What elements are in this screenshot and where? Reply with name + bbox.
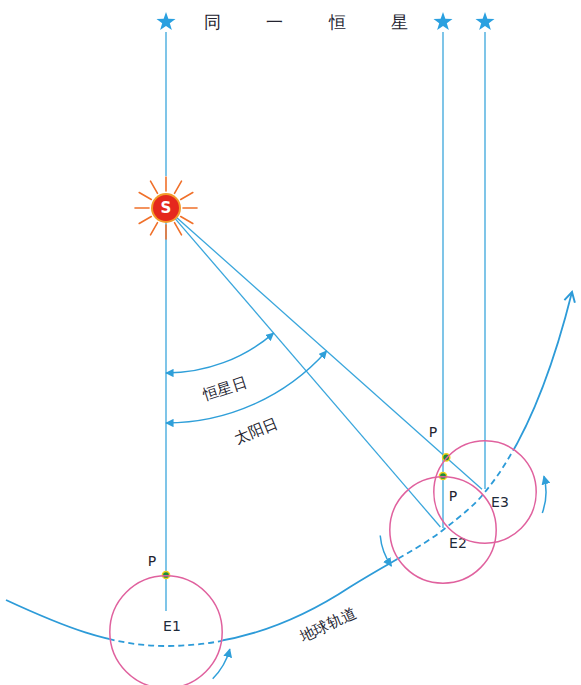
- sun-ray: [183, 207, 197, 209]
- sun-ray: [139, 193, 151, 200]
- earth-outline-circle: [434, 441, 536, 543]
- sun-ray: [135, 207, 149, 209]
- point-dot: [439, 472, 446, 479]
- point-label: P: [148, 554, 156, 569]
- sun-ray: [165, 225, 167, 239]
- angle-label: 太阳日: [232, 414, 280, 446]
- star-caption: 同 一 恒 星: [204, 13, 428, 32]
- orbit-label: 地球轨道: [297, 605, 358, 645]
- sun-earth-line: [176, 217, 446, 458]
- point-label: P: [449, 489, 457, 504]
- angle-label: 恒星日: [201, 374, 249, 404]
- sun-line-inner: [446, 457, 482, 489]
- sun-line-inner: [408, 489, 441, 527]
- sun-earth-line: [174, 218, 407, 489]
- solar-day-arc: [166, 351, 327, 423]
- rotation-arrow: [213, 649, 230, 679]
- star-sight-line: [442, 32, 443, 528]
- sun-earth-line: [165, 221, 166, 575]
- star-symbol: [475, 12, 494, 30]
- point-label: P: [429, 425, 437, 440]
- sun-line-inner: [165, 575, 166, 611]
- star-symbol: [156, 12, 175, 30]
- earth-circle: E1: [109, 575, 223, 685]
- rotation-arrow: [542, 476, 546, 513]
- point-dot: [162, 571, 169, 578]
- earth-outline: [389, 476, 497, 584]
- sun-letter: S: [161, 201, 172, 216]
- sun-ray: [175, 223, 182, 235]
- earth-orbit-hidden: [6, 292, 572, 646]
- sun-ray: [175, 181, 182, 193]
- sun-ray: [165, 177, 167, 191]
- star-sight-line: [484, 32, 485, 489]
- rotation-arrow: [380, 536, 391, 567]
- earth-circle: E3: [433, 440, 537, 544]
- earth-position-label: E1: [163, 619, 181, 633]
- earth-position-label: E3: [491, 495, 509, 509]
- sun-disc: S: [153, 195, 179, 221]
- sun-ray: [151, 223, 158, 235]
- earth-outline-circle: [110, 576, 222, 685]
- earth-outline: [433, 440, 537, 544]
- sun-ray: [181, 193, 193, 200]
- earth-orbit: [6, 292, 572, 646]
- sidereal-day-arc: [166, 333, 274, 373]
- sun-ray: [151, 181, 158, 193]
- sun-ray: [181, 217, 193, 224]
- star-sight-line: [165, 32, 166, 176]
- sun-rays: [135, 177, 197, 239]
- earth-outline-circle: [390, 477, 496, 583]
- earth-circle: E2: [389, 476, 497, 584]
- sun-ray: [139, 217, 151, 224]
- star-symbol: [433, 12, 452, 30]
